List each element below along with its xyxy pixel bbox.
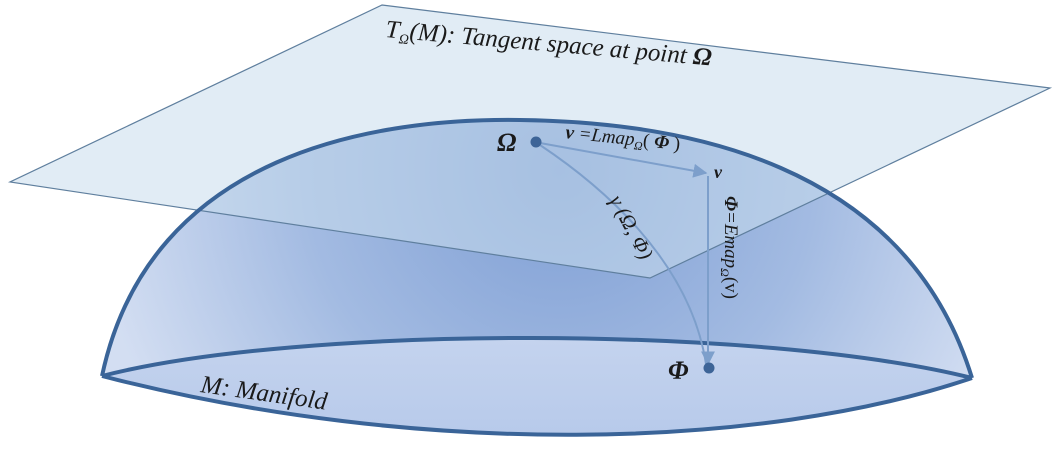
lmap-vector-arrow (539, 142, 708, 178)
phi-point (703, 362, 715, 374)
emap-label: Φ=EmapΩ(v) (718, 196, 741, 299)
base-back-edge (101, 374, 973, 437)
dome-outline (100, 117, 974, 379)
omega-point (530, 136, 542, 148)
tangent-plane (7, 4, 1053, 279)
geodesic-curve (539, 144, 707, 365)
manifold-base (102, 337, 972, 435)
phi-label: Φ (668, 356, 689, 385)
lmap-label: v =LmapΩ( Φ ) (564, 122, 681, 157)
base-front-edge (101, 336, 973, 380)
omega-label: Ω (497, 128, 516, 157)
v-tip-label: v (714, 162, 723, 182)
